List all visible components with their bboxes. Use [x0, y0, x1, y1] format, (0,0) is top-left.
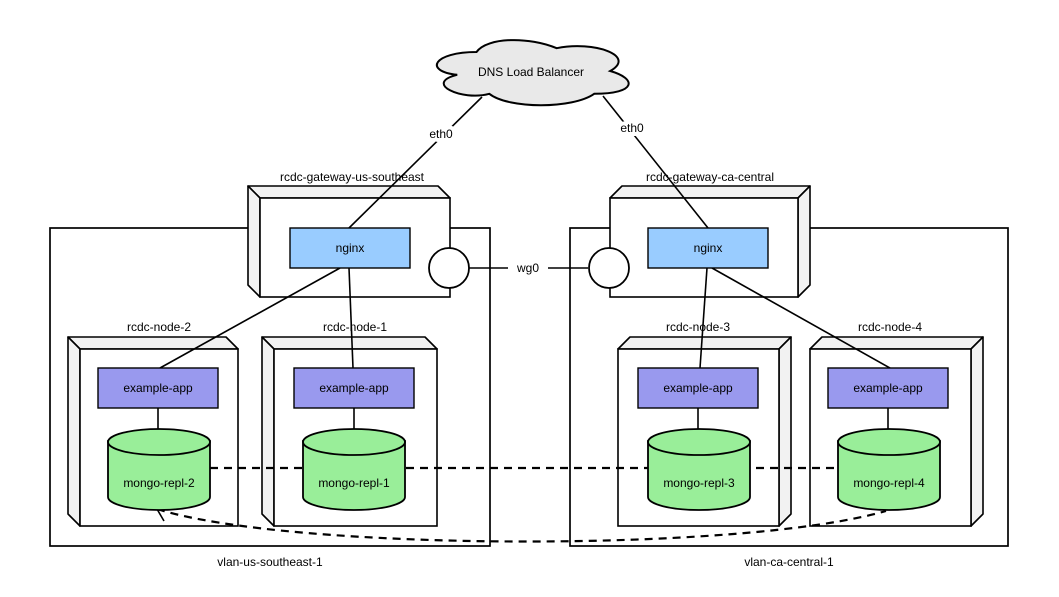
eth0-label-left: eth0: [429, 127, 453, 141]
wg0-label-background: [508, 259, 548, 276]
nginx-label-right: nginx: [694, 241, 723, 255]
nginx-to-node3-link: [699, 267, 708, 369]
mongo-cylinder-node2: mongo-repl-2: [107, 428, 211, 511]
example-app-label-node1: example-app: [319, 381, 389, 395]
example-app-label-node4: example-app: [853, 381, 923, 395]
gateway-ca-central-label: rcdc-gateway-ca-central: [646, 170, 774, 184]
mongo-cylinder-node4: mongo-repl-4: [837, 428, 941, 511]
eth0-link-right: [602, 95, 709, 229]
nginx-label-left: nginx: [336, 241, 365, 255]
eth0-link-left: [348, 96, 483, 229]
nginx-to-node4-link: [711, 267, 891, 369]
example-app-box-node2: example-app: [97, 367, 219, 409]
nginx-box-right: nginx: [647, 227, 769, 269]
wg0-label: wg0: [516, 261, 539, 275]
mongo-label-node4: mongo-repl-4: [853, 476, 925, 490]
node-1-label: rcdc-node-1: [323, 320, 387, 334]
mongo-label-node1: mongo-repl-1: [318, 476, 390, 490]
vlan-us-southeast-label: vlan-us-southeast-1: [217, 555, 323, 569]
node-3-label: rcdc-node-3: [666, 320, 730, 334]
dns-cloud-label: DNS Load Balancer: [478, 65, 584, 79]
wg0-interface-circle-left: [428, 247, 470, 289]
wg0-interface-circle-right: [588, 247, 630, 289]
node-4-label: rcdc-node-4: [858, 320, 922, 334]
node-2-label: rcdc-node-2: [127, 320, 191, 334]
nginx-to-node2-link: [159, 267, 341, 369]
example-app-box-node1: example-app: [293, 367, 415, 409]
gateway-us-southeast-cube: rcdc-gateway-us-southeast: [247, 170, 451, 298]
example-app-label-node2: example-app: [123, 381, 193, 395]
example-app-label-node3: example-app: [663, 381, 733, 395]
mongo-cylinder-node1: mongo-repl-1: [302, 428, 406, 511]
dns-load-balancer-cloud: DNS Load Balancer: [435, 39, 630, 107]
mongo-label-node3: mongo-repl-3: [663, 476, 735, 490]
example-app-box-node3: example-app: [637, 367, 759, 409]
mongo-cylinder-node3: mongo-repl-3: [647, 428, 751, 511]
vlan-ca-central-label: vlan-ca-central-1: [744, 555, 834, 569]
mongo-label-node2: mongo-repl-2: [123, 476, 195, 490]
example-app-box-node4: example-app: [827, 367, 949, 409]
eth0-label-right: eth0: [620, 121, 644, 135]
nginx-box-left: nginx: [289, 227, 411, 269]
gateway-us-southeast-label: rcdc-gateway-us-southeast: [280, 170, 425, 184]
nginx-to-node1-link: [348, 267, 354, 369]
